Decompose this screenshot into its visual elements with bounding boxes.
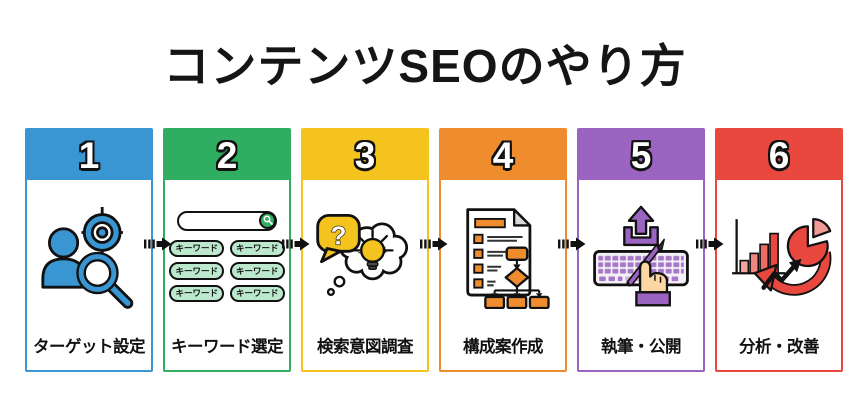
step-5-label: 執筆・公開 [601, 338, 682, 356]
step-6-header: 6 [717, 130, 841, 180]
step-arrow-icon [282, 237, 310, 251]
search-button-illustration [259, 211, 276, 229]
step-5-header: 5 [579, 130, 703, 180]
step-5-number: 5 [630, 134, 652, 176]
step-arrow-icon [420, 237, 448, 251]
outline-flowchart-icon [466, 207, 550, 309]
keyword-search-icon: キーワード キーワード キーワード キーワード キーワード キーワード [165, 180, 289, 333]
search-bar-illustration [177, 210, 277, 231]
step-arrow-icon [144, 237, 172, 251]
step-cards-row: 1 ターゲット設定 [25, 128, 843, 372]
step-arrow-icon [558, 237, 586, 251]
step-card-3: 3 [301, 128, 429, 372]
step-6-label: 分析・改善 [739, 338, 820, 356]
keyword-pill: キーワード [230, 284, 285, 303]
step-1-number: 1 [78, 134, 100, 176]
step-card-6: 6 分析・改善 [715, 128, 843, 372]
step-3-header: 3 [303, 130, 427, 180]
page-title: コンテンツSEOのやり方 [163, 40, 687, 92]
step-card-4: 4 [439, 128, 567, 372]
keyword-pill: キーワード [230, 239, 285, 258]
magnifier-icon [262, 215, 273, 226]
step-1-label: ターゲット設定 [33, 338, 146, 356]
step-2-header: 2 [165, 130, 289, 180]
step-card-5: 5 [577, 128, 705, 372]
target-audience-icon [41, 206, 134, 309]
keyword-pill: キーワード [169, 239, 224, 258]
search-intent-icon: ? [316, 213, 409, 296]
step-3-number: 3 [354, 134, 376, 176]
step-card-1: 1 ターゲット設定 [25, 128, 153, 372]
step-6-number: 6 [768, 134, 790, 176]
step-1-header: 1 [27, 130, 151, 180]
step-card-2: 2 キーワード キーワード キーワード キーワード キーワード [163, 128, 291, 372]
step-4-label: 構成案作成 [463, 338, 544, 356]
keyword-pill: キーワード [169, 262, 224, 280]
step-4-header: 4 [441, 130, 565, 180]
keyword-pill-grid: キーワード キーワード キーワード キーワード キーワード キーワード [169, 239, 285, 303]
step-arrow-icon [696, 237, 724, 251]
keyword-pill: キーワード [169, 284, 224, 303]
question-mark-glyph: ? [331, 222, 347, 250]
write-publish-icon [593, 205, 689, 306]
analyze-improve-icon [732, 217, 832, 296]
step-4-number: 4 [492, 134, 514, 176]
step-2-label: キーワード選定 [171, 338, 284, 356]
keyword-pill: キーワード [230, 262, 285, 280]
step-2-number: 2 [216, 134, 238, 176]
step-3-label: 検索意図調査 [317, 338, 414, 356]
